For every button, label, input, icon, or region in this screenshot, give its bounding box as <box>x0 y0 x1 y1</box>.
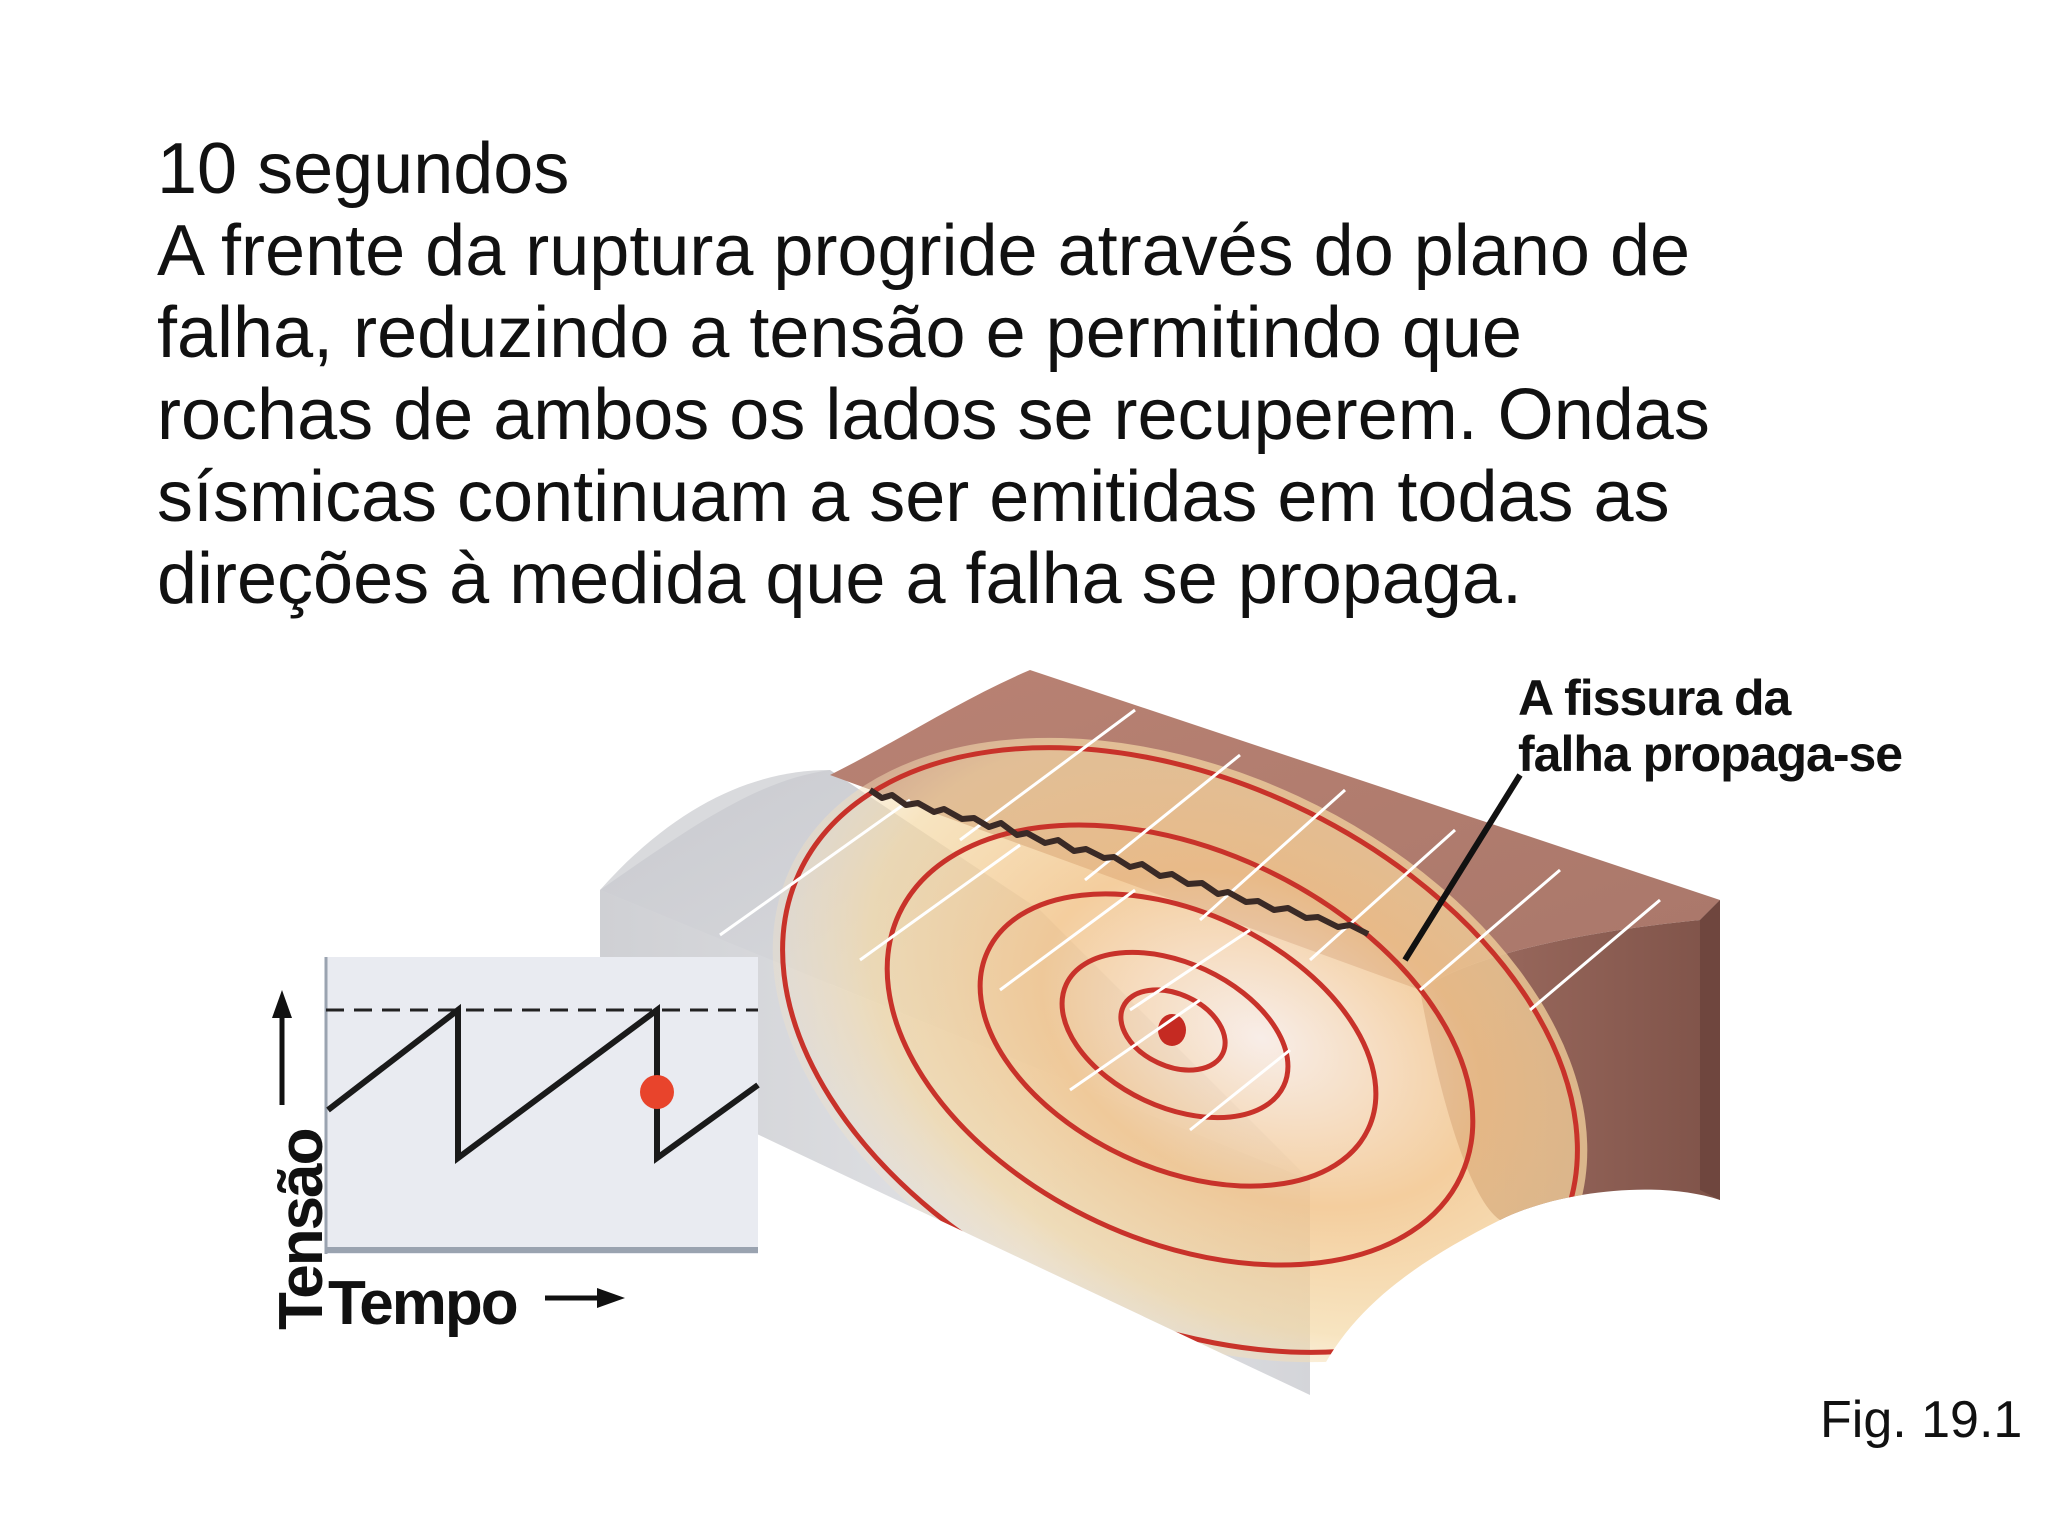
callout-pointer <box>1402 773 1523 962</box>
wavefront-ring-3 <box>977 891 1379 1189</box>
x-arrow-head <box>597 1288 625 1308</box>
fault-crack-callout: A fissura da falha propaga-se <box>1518 670 1903 782</box>
description-text: 10 segundos A frente da ruptura progride… <box>157 128 1957 620</box>
current-time-marker <box>640 1075 674 1109</box>
callout-line-2: falha propaga-se <box>1518 726 1903 782</box>
y-arrow-head <box>272 990 292 1018</box>
heading-line-5: sísmicas continuam a ser emitidas em tod… <box>157 457 1670 537</box>
graph-x-label: Tempo <box>328 1269 519 1338</box>
wavefront-ring-1 <box>1118 987 1228 1073</box>
stress-time-graph <box>272 957 760 1308</box>
callout-line-1: A fissura da <box>1518 670 1791 726</box>
heading-line-3: falha, reduzindo a tensão e permitindo q… <box>157 293 1522 373</box>
heading-line-1: 10 segundos <box>157 129 570 209</box>
heading-line-2: A frente da ruptura progride através do … <box>157 211 1691 291</box>
figure-label: Fig. 19.1 <box>1820 1391 2023 1449</box>
rock-block-side <box>1700 900 1720 1200</box>
wavefront-ring-2 <box>1059 949 1291 1121</box>
stress-curve <box>326 1003 760 1164</box>
graph-y-label: Tensão <box>267 1129 336 1330</box>
wavefront-ring-4 <box>884 822 1476 1268</box>
fault-trace <box>868 787 1370 937</box>
graph-panel <box>326 957 758 1254</box>
heading-line-6: direções à medida que a falha se propaga… <box>157 539 1522 619</box>
heading-line-4: rochas de ambos os lados se recuperem. O… <box>157 375 1710 455</box>
hypocenter <box>1158 1014 1186 1046</box>
